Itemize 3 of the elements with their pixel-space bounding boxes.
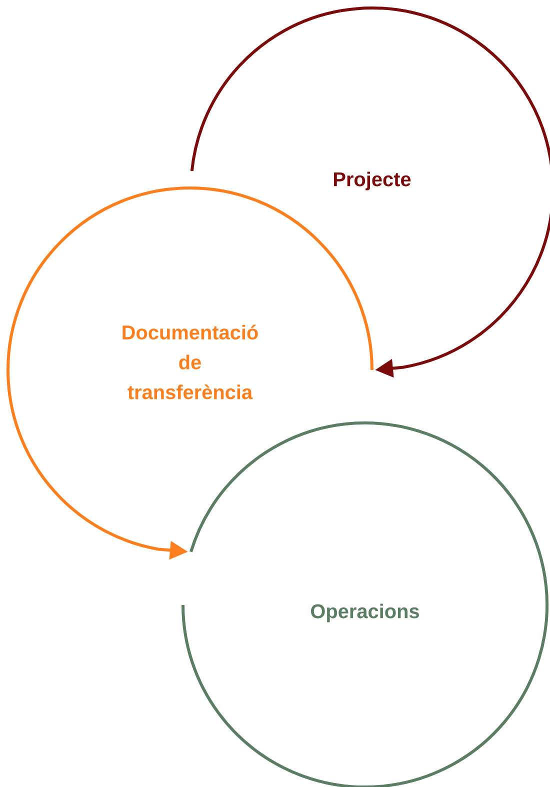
circle-node: Projecte	[190, 9, 411, 190]
circle-node: Documentació de transferència	[122, 240, 374, 400]
curved-arrow	[340, 6, 550, 378]
